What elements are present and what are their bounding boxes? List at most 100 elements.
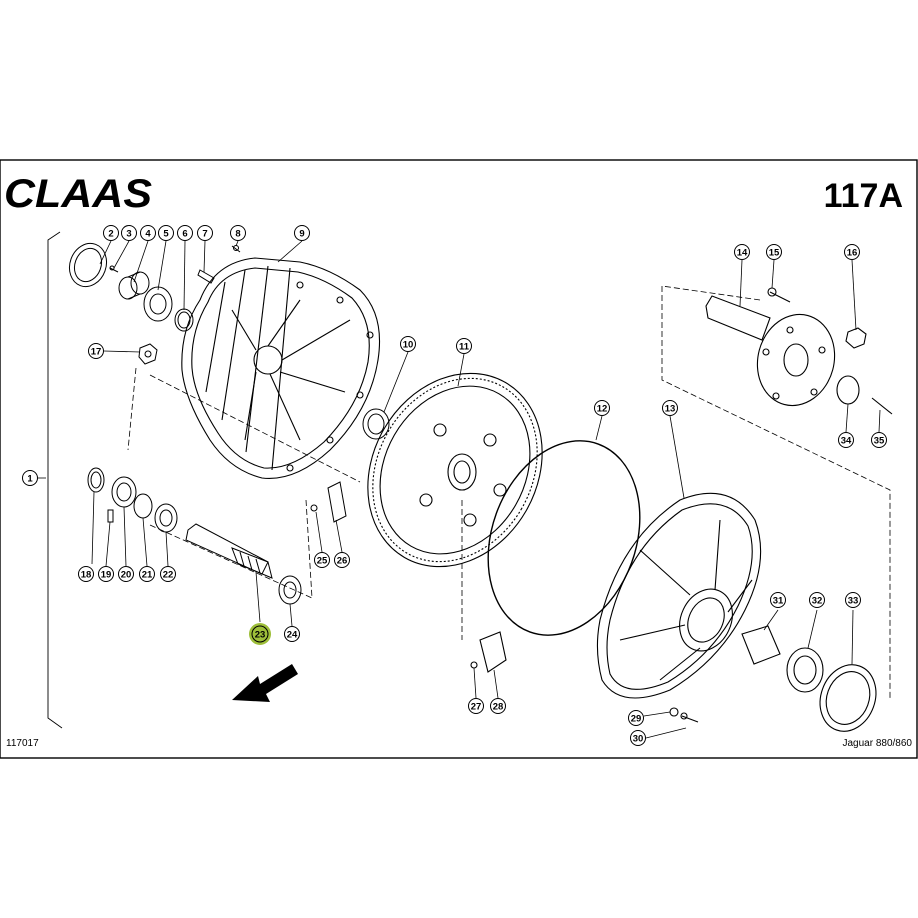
small-parts-upper (68, 242, 390, 440)
callout-13[interactable]: 13 (662, 400, 678, 416)
callout-circle (630, 730, 646, 746)
callout-29[interactable]: 29 (628, 710, 644, 726)
callout-26[interactable]: 26 (334, 552, 350, 568)
callout-circle (197, 225, 213, 241)
callout-circle (490, 698, 506, 714)
callout-number: 5 (163, 228, 169, 239)
callout-number: 17 (91, 346, 102, 357)
callout-27[interactable]: 27 (468, 698, 484, 714)
callout-number: 27 (471, 701, 482, 712)
callout-circle (177, 225, 193, 241)
callout-17[interactable]: 17 (88, 343, 104, 359)
callout-24[interactable]: 24 (284, 626, 300, 642)
shaft-group (87, 467, 347, 605)
callout-25[interactable]: 25 (314, 552, 330, 568)
callout-number: 18 (81, 569, 92, 580)
output-shaft-drawing (705, 287, 893, 415)
callout-2[interactable]: 2 (103, 225, 119, 241)
callout-20[interactable]: 20 (118, 566, 134, 582)
callout-number: 33 (848, 595, 859, 606)
o-ring-drawing (487, 440, 641, 636)
callout-circle (98, 566, 114, 582)
callout-12[interactable]: 12 (594, 400, 610, 416)
callout-3[interactable]: 3 (121, 225, 137, 241)
callout-15[interactable]: 15 (766, 244, 782, 260)
callout-number: 32 (812, 595, 823, 606)
callout-8[interactable]: 8 (230, 225, 246, 241)
callout-16[interactable]: 16 (844, 244, 860, 260)
callout-number: 12 (597, 403, 608, 414)
callout-10[interactable]: 10 (400, 336, 416, 352)
callout-circle (139, 566, 155, 582)
callout-21[interactable]: 21 (139, 566, 155, 582)
callout-number: 7 (202, 228, 207, 239)
callout-circle (314, 552, 330, 568)
callout-number: 20 (121, 569, 132, 580)
callout-14[interactable]: 14 (734, 244, 750, 260)
callout-circle (22, 470, 38, 486)
callout-number: 24 (287, 629, 298, 640)
callout-circle (118, 566, 134, 582)
callout-18[interactable]: 18 (78, 566, 94, 582)
callout-circle (88, 343, 104, 359)
callout-33[interactable]: 33 (845, 592, 861, 608)
callout-number: 4 (145, 228, 151, 239)
callout-circle (400, 336, 416, 352)
callout-circle (734, 244, 750, 260)
callout-circle (628, 710, 644, 726)
callout-19[interactable]: 19 (98, 566, 114, 582)
callout-number: 8 (235, 228, 240, 239)
callout-circle (809, 592, 825, 608)
housing-drawing (181, 257, 381, 479)
callout-5[interactable]: 5 (158, 225, 174, 241)
callout-22[interactable]: 22 (160, 566, 176, 582)
callout-number: 26 (337, 555, 348, 566)
callout-number: 19 (101, 569, 112, 580)
callout-7[interactable]: 7 (197, 225, 213, 241)
assembly-bracket (47, 231, 63, 729)
callout-circle (78, 566, 94, 582)
callout-11[interactable]: 11 (456, 338, 472, 354)
model-label: Jaguar 880/860 (842, 738, 912, 749)
callout-circle (103, 225, 119, 241)
callout-circle (251, 625, 269, 643)
callout-28[interactable]: 28 (490, 698, 506, 714)
callout-4[interactable]: 4 (140, 225, 156, 241)
callout-23-highlighted[interactable]: 23 (249, 623, 271, 645)
callout-number: 2 (108, 228, 113, 239)
callout-circle (766, 244, 782, 260)
brand-logo: CLAAS (4, 172, 152, 216)
callout-31[interactable]: 31 (770, 592, 786, 608)
callout-circle (294, 225, 310, 241)
callout-circle (334, 552, 350, 568)
callout-circle (845, 592, 861, 608)
cover-drawing (596, 492, 877, 732)
callout-number: 23 (255, 629, 266, 640)
callout-number: 25 (317, 555, 328, 566)
ring-gear-drawing (367, 372, 543, 673)
callout-number: 31 (773, 595, 784, 606)
callout-number: 35 (874, 435, 885, 446)
callout-number: 3 (126, 228, 131, 239)
callout-circle (662, 400, 678, 416)
callout-9[interactable]: 9 (294, 225, 310, 241)
callout-32[interactable]: 32 (809, 592, 825, 608)
callout-number: 14 (737, 247, 748, 258)
dashed-guides (127, 285, 891, 700)
callout-35[interactable]: 35 (871, 432, 887, 448)
callout-number: 15 (769, 247, 780, 258)
callout-1[interactable]: 1 (22, 470, 38, 486)
callout-30[interactable]: 30 (630, 730, 646, 746)
callout-6[interactable]: 6 (177, 225, 193, 241)
callout-circle (770, 592, 786, 608)
callout-number: 13 (665, 403, 676, 414)
callout-circle (456, 338, 472, 354)
callout-circle (838, 432, 854, 448)
callout-number: 34 (841, 435, 852, 446)
callout-number: 28 (493, 701, 504, 712)
callout-circle (594, 400, 610, 416)
callout-34[interactable]: 34 (838, 432, 854, 448)
callout-number: 6 (182, 228, 187, 239)
